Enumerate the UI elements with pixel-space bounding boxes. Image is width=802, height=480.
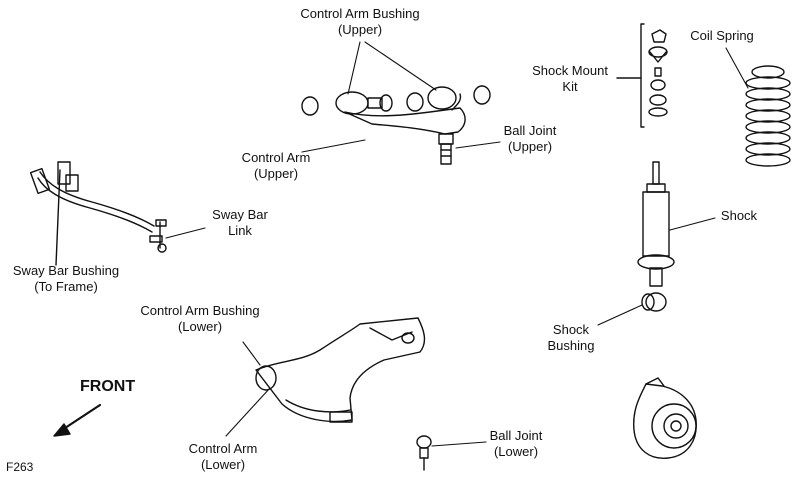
label-ball-joint-upper: Ball Joint(Upper) [503,123,557,154]
figure-code: F263 [6,460,34,474]
spring-coil [745,142,791,156]
label-coil-spring: Coil Spring [690,28,754,43]
sway-bar-link-part [149,219,167,253]
spring-coil [745,87,791,101]
spring-coil [745,98,791,112]
spring-coil [745,120,791,134]
spring-coil [751,65,785,79]
lower-ball-joint-part [416,435,432,471]
upper-control-arm-part [301,85,491,135]
spring-coil [745,76,791,90]
label-control-arm-lower: Control Arm(Lower) [188,441,258,472]
leader-lines [165,41,749,447]
label-control-arm-bushing-upper: Control Arm Bushing(Upper) [300,6,420,37]
lower-control-arm-part [255,317,426,423]
coil-spring-part [745,65,791,167]
spring-coil [745,109,791,123]
label-sway-bar-bushing: Sway Bar Bushing(To Frame) [12,263,120,294]
spring-coil [745,153,791,167]
front-arrow-icon [53,403,102,437]
label-control-arm-upper: Control Arm(Upper) [241,150,311,181]
shock-absorber-part [637,161,675,312]
sway-bar-part [29,161,155,266]
knuckle-hub-part [632,377,697,459]
front-label: FRONT [80,378,136,395]
upper-ball-joint-part [438,133,454,165]
label-control-arm-bushing-lower: Control Arm Bushing(Lower) [140,303,260,334]
shock-mount-kit-part [616,23,668,128]
label-shock: Shock [720,208,758,223]
label-ball-joint-lower: Ball Joint(Lower) [489,428,543,459]
spring-coil [745,131,791,145]
